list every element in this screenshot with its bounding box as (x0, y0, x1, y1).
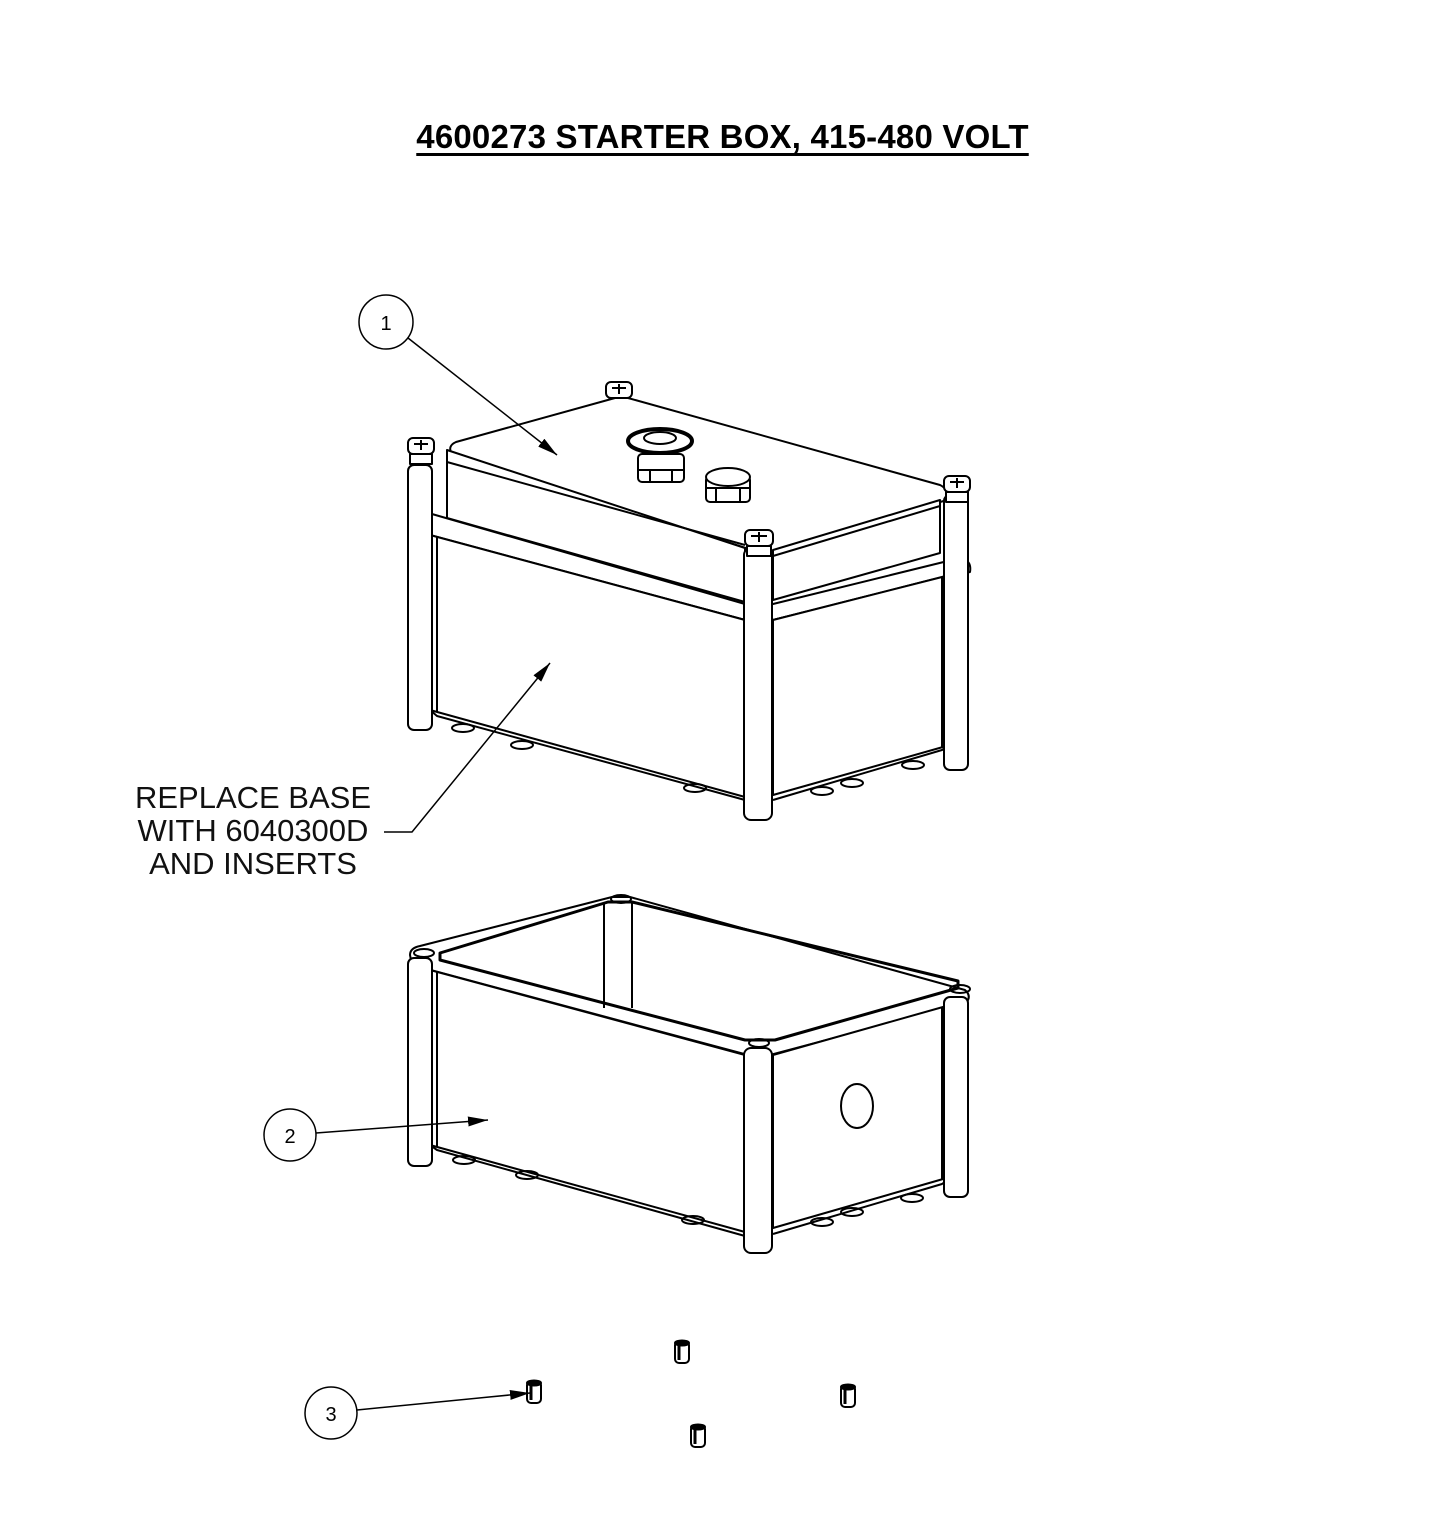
starter-box-assembly (407, 381, 972, 821)
callout-number: 2 (284, 1126, 295, 1148)
inserts (526, 1339, 856, 1448)
note-line: REPLACE BASE (134, 780, 372, 815)
lid-screw (605, 381, 633, 399)
note-line: AND INSERTS (149, 846, 357, 881)
insert (674, 1339, 690, 1364)
note-leader (384, 662, 551, 833)
insert (690, 1423, 706, 1448)
base-enclosure (407, 894, 971, 1254)
lid-screw (407, 437, 435, 465)
lid-screw (943, 475, 971, 503)
emergency-stop-button (626, 427, 694, 483)
callout-number: 1 (380, 313, 391, 335)
callout-1: 1 (358, 294, 558, 456)
insert (526, 1379, 542, 1404)
note-line: WITH 6040300D (137, 813, 369, 848)
replace-base-note: REPLACE BASE WITH 6040300D AND INSERTS (118, 781, 388, 880)
pilot-light (705, 467, 751, 503)
drawing-title: 4600273 STARTER BOX, 415-480 VOLT (416, 118, 1029, 155)
insert (840, 1383, 856, 1408)
callout-3: 3 (304, 1386, 531, 1440)
lid-screw (744, 529, 774, 557)
callout-number: 3 (325, 1404, 336, 1426)
callout-2: 2 (263, 1108, 489, 1162)
